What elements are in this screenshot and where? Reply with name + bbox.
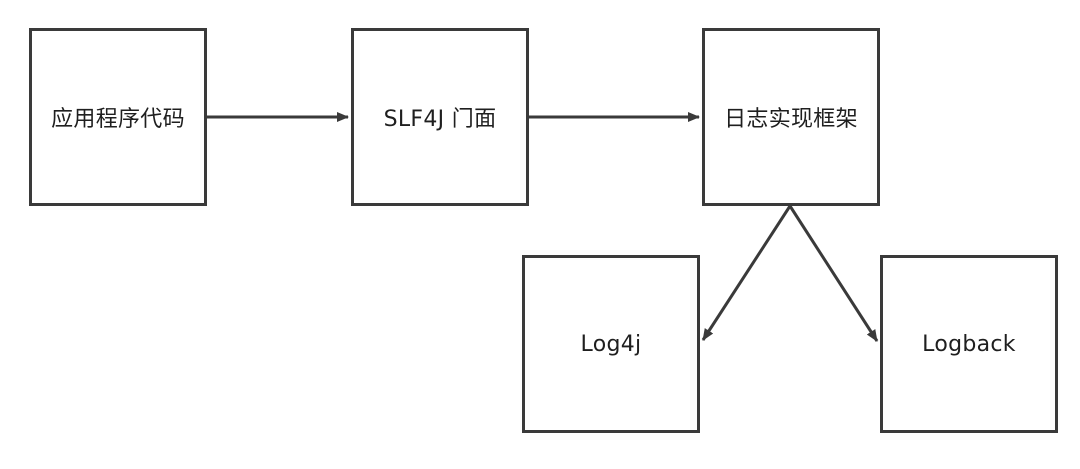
node-slf4j-facade[interactable]: SLF4J 门面 bbox=[351, 28, 529, 206]
node-label-logging-implementation: 日志实现框架 bbox=[724, 107, 858, 132]
edge-impl-to-log4j bbox=[701, 205, 792, 341]
edge-impl-to-logback bbox=[788, 205, 879, 342]
node-logback[interactable]: Logback bbox=[880, 255, 1058, 433]
node-label-logback: Logback bbox=[922, 331, 1016, 357]
node-application-code[interactable]: 应用程序代码 bbox=[29, 28, 207, 206]
node-label-log4j: Log4j bbox=[580, 331, 642, 357]
node-label-slf4j-facade: SLF4J 门面 bbox=[383, 107, 497, 132]
node-log4j[interactable]: Log4j bbox=[522, 255, 700, 433]
node-logging-implementation[interactable]: 日志实现框架 bbox=[702, 28, 880, 206]
node-label-application-code: 应用程序代码 bbox=[51, 107, 185, 132]
